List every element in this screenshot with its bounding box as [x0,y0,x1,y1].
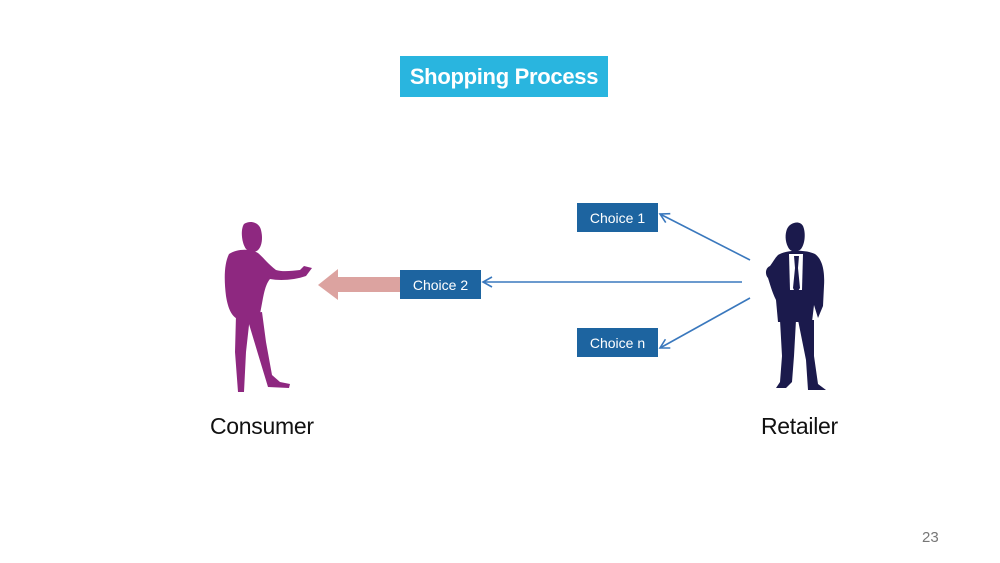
choice-to-consumer-arrow [318,269,400,300]
consumer-label: Consumer [210,413,314,439]
choice-2-box: Choice 2 [400,270,481,299]
retailer-label: Retailer [761,413,838,439]
arrow-to-choice-1 [658,212,751,261]
choice-n-box: Choice n [577,328,658,357]
arrow-to-choice-n [658,297,751,349]
choice-1-box: Choice 1 [577,203,658,232]
page-number: 23 [922,529,939,546]
page-title: Shopping Process [400,56,608,97]
retailer-figure-icon [765,222,826,390]
consumer-figure-icon [224,222,312,392]
retailer-tie [793,256,800,294]
